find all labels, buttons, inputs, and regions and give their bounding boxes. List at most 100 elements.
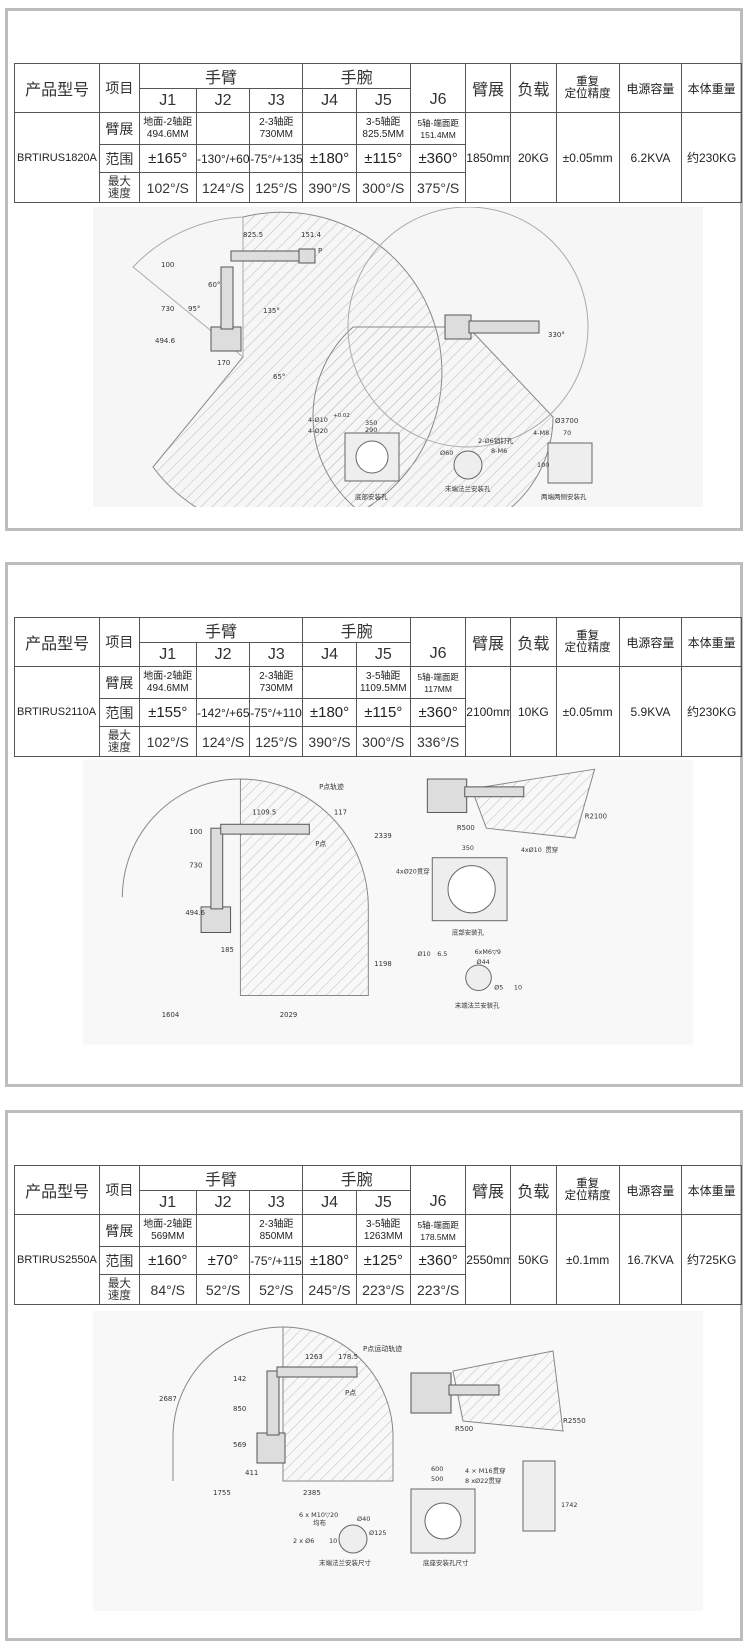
svg-text:Ø44: Ø44 bbox=[477, 958, 490, 966]
header-j2: J2 bbox=[195, 642, 251, 667]
header-j6-top bbox=[409, 1165, 467, 1191]
robot-top-icon bbox=[410, 1372, 500, 1414]
weight-value: 约230KG bbox=[681, 666, 742, 757]
span-j2 bbox=[195, 666, 251, 699]
dim-730: 730 bbox=[161, 305, 174, 313]
speed-j5: 300°/S bbox=[355, 726, 411, 757]
dim-2687: 2687 bbox=[159, 1395, 177, 1403]
p-trajectory-label: P点轨迹 bbox=[319, 782, 344, 791]
header-j1: J1 bbox=[138, 88, 197, 113]
dim-1198: 1198 bbox=[374, 960, 392, 968]
dim-1109: 1109.5 bbox=[252, 808, 276, 816]
speed-j4: 390°/S bbox=[302, 172, 357, 203]
header-j5: J5 bbox=[355, 642, 411, 667]
svg-text:10: 10 bbox=[514, 984, 522, 992]
speed-j3: 125°/S bbox=[249, 726, 304, 757]
speed-j1: 84°/S bbox=[138, 1274, 197, 1305]
header-j1: J1 bbox=[138, 642, 197, 667]
header-weight: 本体重量 bbox=[681, 617, 742, 667]
svg-text:+0.02: +0.02 bbox=[333, 413, 350, 419]
header-j5: J5 bbox=[355, 1190, 411, 1215]
row-label-arm-span: 臂展 bbox=[99, 112, 140, 145]
row-label-range: 范围 bbox=[99, 698, 140, 727]
dim-3700: Ø3700 bbox=[555, 417, 578, 425]
speed-j5: 223°/S bbox=[355, 1274, 411, 1305]
base-mount-view: 4-Ø10 +0.02 4-Ø20 350 290 底部安装孔 bbox=[308, 413, 400, 501]
model-name: BRTIRUS2110A bbox=[13, 666, 101, 757]
speed-j4: 245°/S bbox=[302, 1274, 357, 1305]
span-j2 bbox=[195, 1214, 251, 1247]
header-j4: J4 bbox=[302, 1190, 357, 1215]
robot-spec-panel-1: 产品型号 项目 手臂 手腕 臂展 负载 重复定位精度 电源容量 本体重量 J1 … bbox=[5, 8, 743, 531]
svg-text:4-Ø10: 4-Ø10 bbox=[308, 416, 328, 424]
angle-95: 95° bbox=[188, 305, 200, 313]
svg-text:Ø10: Ø10 bbox=[418, 950, 431, 958]
robot-top-icon bbox=[426, 778, 525, 813]
dim-1604: 1604 bbox=[162, 1011, 179, 1019]
row-label-speed: 最大速度 bbox=[99, 172, 140, 203]
radius-2100: R2100 bbox=[585, 812, 607, 820]
row-label-arm-span: 臂展 bbox=[99, 1214, 140, 1247]
header-arm: 手臂 bbox=[138, 617, 304, 643]
payload-value: 10KG bbox=[509, 666, 557, 757]
range-j6: ±360° bbox=[409, 698, 467, 727]
speed-j3: 52°/S bbox=[249, 1274, 304, 1305]
dim-494: 494.6 bbox=[155, 337, 176, 345]
spec-table-2: 产品型号 项目 手臂 手腕 臂展 负载 重复定位精度 电源容量 本体重量 J1 … bbox=[13, 617, 742, 757]
svg-text:4-M8: 4-M8 bbox=[533, 429, 549, 437]
robot-spec-panel-2: 产品型号 项目 手臂 手腕 臂展 负载 重复定位精度 电源容量 本体重量 J1 … bbox=[5, 562, 743, 1087]
span-j2 bbox=[195, 112, 251, 145]
row-label-arm-span: 臂展 bbox=[99, 666, 140, 699]
range-j3: -75°/+115° bbox=[249, 1246, 304, 1275]
robot-side-icon bbox=[210, 248, 316, 352]
span-j4 bbox=[302, 1214, 357, 1247]
side-workspace-arc bbox=[121, 778, 241, 898]
header-j6: J6 bbox=[409, 642, 467, 667]
flange-mount-view: Ø60 2-Ø6销钉孔 8-M6 末端法兰安装孔 bbox=[440, 436, 514, 493]
robot-top-icon bbox=[444, 314, 540, 340]
header-repeat-l2: 定位精度 bbox=[564, 88, 611, 100]
top-workspace-area bbox=[452, 1350, 564, 1432]
header-reach: 臂展 bbox=[465, 617, 511, 667]
drawing-background bbox=[83, 759, 693, 1045]
row-label-speed: 最大速度 bbox=[99, 726, 140, 757]
range-j1: ±155° bbox=[138, 698, 197, 727]
header-payload: 负载 bbox=[509, 63, 557, 113]
header-j4: J4 bbox=[302, 642, 357, 667]
robot-side-icon bbox=[200, 823, 310, 933]
power-value: 6.2KVA bbox=[618, 112, 683, 203]
header-payload: 负载 bbox=[509, 1165, 557, 1215]
angle-65: 65° bbox=[273, 373, 285, 381]
dim-1755: 1755 bbox=[213, 1489, 231, 1497]
row-label-range: 范围 bbox=[99, 1246, 140, 1275]
speed-j4: 390°/S bbox=[302, 726, 357, 757]
flange-mount-view: Ø10 6.5 6xM6▽9 Ø44 Ø5 10 末端法兰安装孔 bbox=[418, 948, 523, 1009]
dim-170: 170 bbox=[217, 359, 230, 367]
speed-j2: 124°/S bbox=[195, 726, 251, 757]
svg-text:底座安装孔尺寸: 底座安装孔尺寸 bbox=[423, 1558, 469, 1567]
svg-text:10: 10 bbox=[329, 1537, 337, 1545]
svg-text:70: 70 bbox=[563, 429, 571, 437]
spec-table-1: 产品型号 项目 手臂 手腕 臂展 负载 重复定位精度 电源容量 本体重量 J1 … bbox=[13, 63, 742, 203]
dim-151: 151.4 bbox=[301, 231, 322, 239]
header-repeatability: 重复定位精度 bbox=[555, 63, 620, 113]
range-j2: ±70° bbox=[195, 1246, 251, 1275]
header-j2: J2 bbox=[195, 88, 251, 113]
span-j4 bbox=[302, 666, 357, 699]
header-weight: 本体重量 bbox=[681, 63, 742, 113]
repeatability-value: ±0.05mm bbox=[555, 112, 620, 203]
speed-j6: 223°/S bbox=[409, 1274, 467, 1305]
header-repeatability: 重复定位精度 bbox=[555, 617, 620, 667]
dim-2385: 2385 bbox=[303, 1489, 321, 1497]
svg-text:4xØ20贯穿: 4xØ20贯穿 bbox=[396, 866, 430, 875]
header-model: 产品型号 bbox=[13, 63, 101, 113]
svg-text:600: 600 bbox=[431, 1465, 443, 1473]
dim-569: 569 bbox=[233, 1441, 246, 1449]
repeatability-value: ±0.1mm bbox=[555, 1214, 620, 1305]
